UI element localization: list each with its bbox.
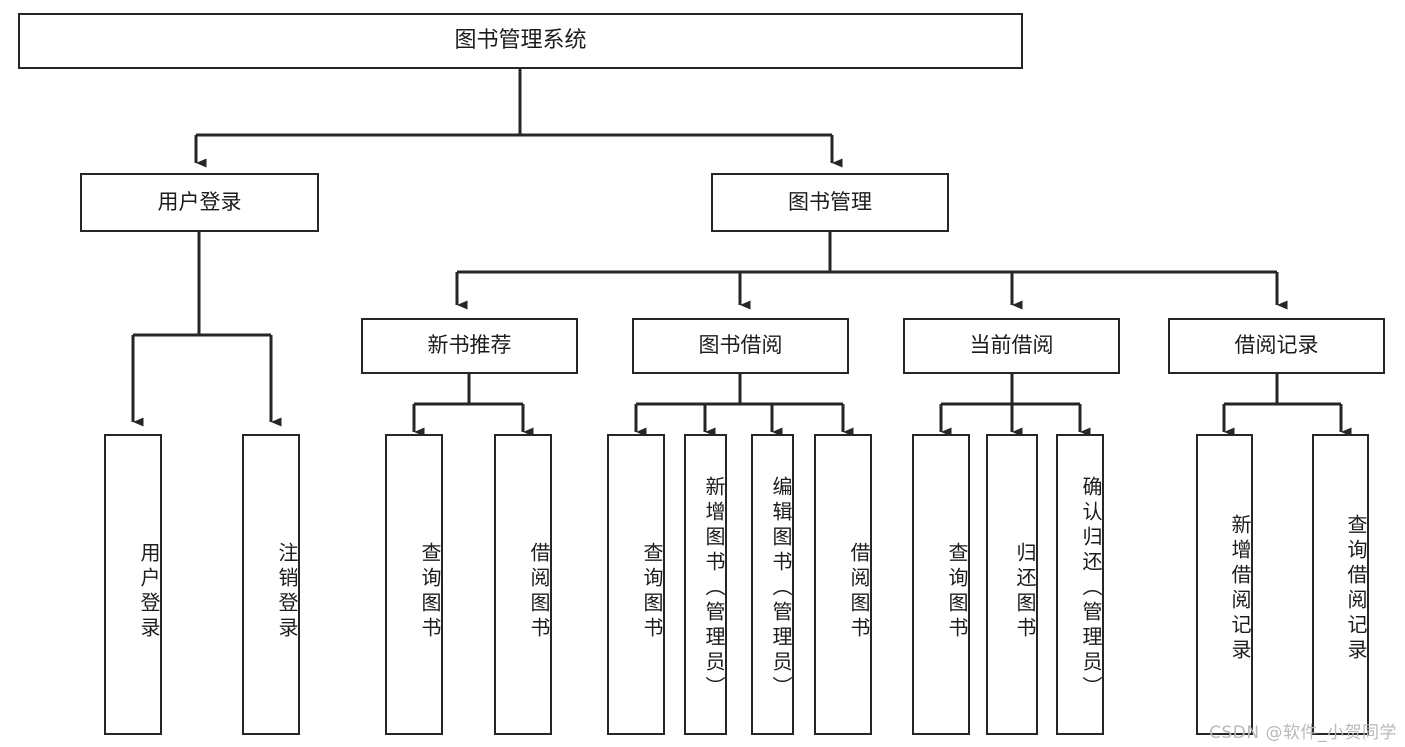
node-label: 注销登录 — [275, 541, 299, 642]
node-label: 图书管理系统 — [454, 27, 587, 53]
node-new-book-recommend[interactable]: 新书推荐 — [361, 318, 578, 374]
node-book-borrow[interactable]: 图书借阅 — [632, 318, 849, 374]
leaf-book-borrow-query[interactable]: 查询图书 — [607, 434, 665, 735]
node-label: 查询图书 — [418, 541, 442, 642]
node-label: 确认归还（管理员） — [1079, 476, 1103, 701]
node-label: 编辑图书（管理员） — [769, 476, 793, 701]
node-label: 归还图书 — [1013, 541, 1037, 642]
leaf-current-borrow-query[interactable]: 查询图书 — [912, 434, 970, 735]
node-label: 新增借阅记录 — [1228, 513, 1252, 664]
leaf-book-borrow-add[interactable]: 新增图书（管理员） — [684, 434, 727, 735]
csdn-watermark: CSDN @软件_小贺同学 — [1209, 723, 1397, 743]
node-book-management[interactable]: 图书管理 — [711, 173, 949, 232]
node-label: 用户登录 — [137, 541, 161, 642]
node-label: 新书推荐 — [427, 333, 512, 358]
leaf-borrow-record-query[interactable]: 查询借阅记录 — [1312, 434, 1369, 735]
leaf-borrow-record-add[interactable]: 新增借阅记录 — [1196, 434, 1253, 735]
node-label: 查询图书 — [640, 541, 664, 642]
node-user-login[interactable]: 用户登录 — [80, 173, 319, 232]
leaf-new-book-query[interactable]: 查询图书 — [385, 434, 443, 735]
leaf-user-login-logout[interactable]: 注销登录 — [242, 434, 300, 735]
leaf-book-borrow-borrow[interactable]: 借阅图书 — [814, 434, 872, 735]
node-current-borrow[interactable]: 当前借阅 — [903, 318, 1120, 374]
node-label: 图书借阅 — [698, 333, 783, 358]
node-label: 新增图书（管理员） — [702, 476, 726, 701]
node-label: 查询图书 — [945, 541, 969, 642]
leaf-new-book-borrow[interactable]: 借阅图书 — [494, 434, 552, 735]
node-label: 借阅图书 — [847, 541, 871, 642]
node-borrow-record[interactable]: 借阅记录 — [1168, 318, 1385, 374]
node-label: 当前借阅 — [969, 333, 1054, 358]
node-label: 用户登录 — [157, 189, 242, 214]
node-label: 查询借阅记录 — [1344, 513, 1368, 664]
node-label: 借阅记录 — [1234, 333, 1319, 358]
node-label: 图书管理 — [788, 189, 872, 214]
leaf-book-borrow-edit[interactable]: 编辑图书（管理员） — [751, 434, 794, 735]
leaf-current-borrow-return[interactable]: 归还图书 — [986, 434, 1038, 735]
leaf-current-borrow-confirm-return[interactable]: 确认归还（管理员） — [1056, 434, 1104, 735]
node-label: 借阅图书 — [527, 541, 551, 642]
leaf-user-login-login[interactable]: 用户登录 — [104, 434, 162, 735]
node-root-book-management-system[interactable]: 图书管理系统 — [18, 13, 1023, 69]
